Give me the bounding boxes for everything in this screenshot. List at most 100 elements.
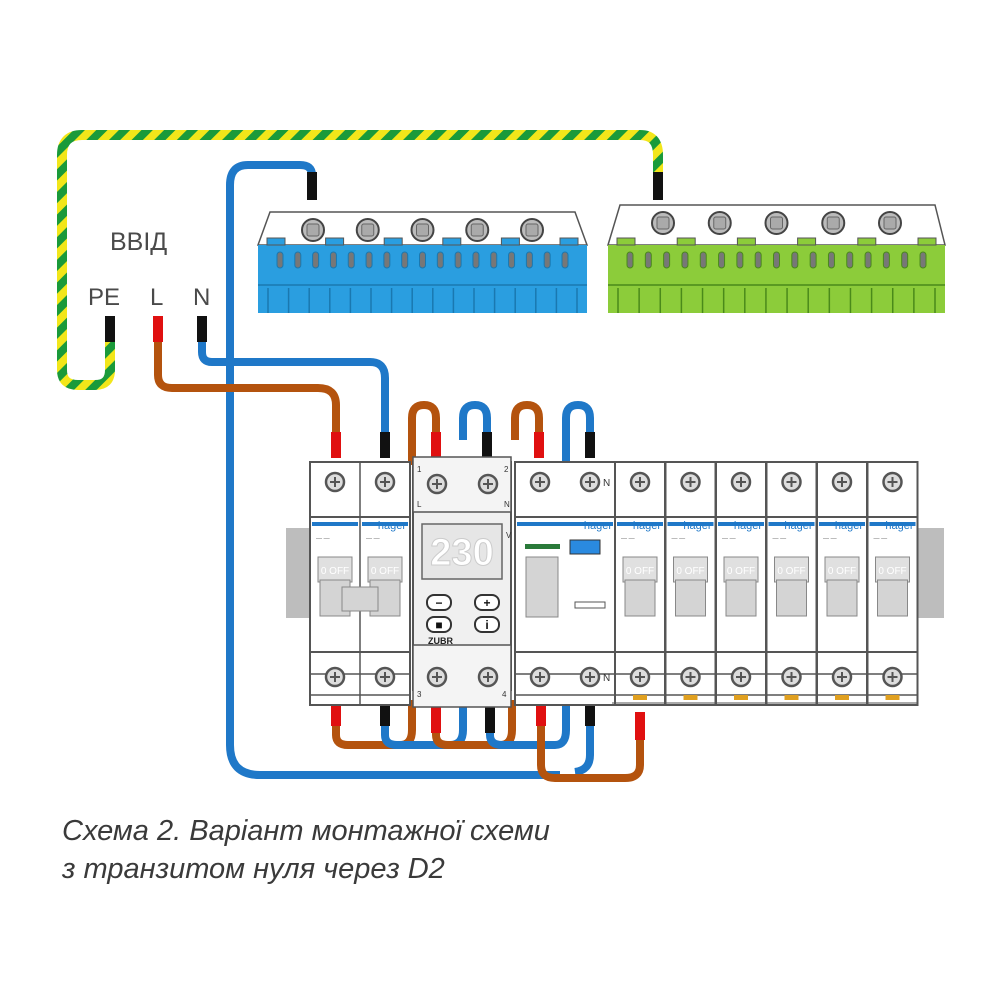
relay-unit: V <box>506 531 512 540</box>
bus-screw-icon <box>301 218 325 242</box>
rcd-test-button <box>569 539 601 555</box>
relay-term-1: 1 <box>417 465 422 474</box>
breaker-4: hager— —0 OFF <box>765 461 818 706</box>
rcd-n-label: N <box>603 673 610 684</box>
busbar-tooth <box>633 695 647 700</box>
bus-slot <box>347 251 355 269</box>
busbar-tooth <box>835 695 849 700</box>
bus-slot <box>508 251 516 269</box>
state-label: 0 OFF <box>727 566 755 577</box>
toggle-lever <box>776 579 807 617</box>
bus-slot <box>436 251 444 269</box>
bus-screw-icon <box>355 218 380 242</box>
relay-button-0 <box>426 594 452 611</box>
bus-slot <box>901 251 909 269</box>
relay-term-l: L <box>417 500 422 509</box>
rcd-screw-icon <box>529 666 551 688</box>
relay-display <box>421 523 503 580</box>
bus-slot <box>419 251 426 269</box>
bus-tab <box>442 237 462 246</box>
bus-screw-icon <box>821 211 846 235</box>
breaker-1: hager— —0 OFF <box>614 461 666 706</box>
relay-screw-2-icon <box>477 473 499 495</box>
bus-screw-icon <box>520 218 544 242</box>
input-phase-wire <box>154 340 340 440</box>
terminal-screw-icon <box>882 666 903 688</box>
bus-slot <box>561 251 569 269</box>
terminal-screw-icon <box>730 471 752 493</box>
bus-screw-icon <box>764 211 789 235</box>
bus-screw-icon <box>878 211 902 235</box>
bus-slot <box>864 251 872 269</box>
neutral-bus-bar <box>256 211 589 313</box>
bus-tab <box>559 237 579 246</box>
bus-screw-icon <box>651 211 675 235</box>
input-neutral-wire <box>198 340 389 440</box>
brand-stripe <box>312 522 358 526</box>
ferrules <box>105 172 663 740</box>
bus-slot <box>809 251 817 269</box>
bus-screw-icon <box>410 218 435 242</box>
toggle-housing <box>622 556 658 583</box>
earth-bus-bar <box>606 204 946 313</box>
bus-slot <box>490 251 498 269</box>
relay-term-2: 2 <box>504 465 509 474</box>
rating-label: — — <box>366 536 380 542</box>
breaker-5: hager— —0 OFF <box>816 461 868 706</box>
brand-label: hager <box>885 520 913 532</box>
bus-slot <box>401 251 409 269</box>
jumper-neutral-1 <box>459 400 491 440</box>
brand-label: hager <box>734 520 762 532</box>
rcd-lever <box>525 556 559 618</box>
bus-slot <box>827 251 835 269</box>
state-label: 0 OFF <box>371 566 399 577</box>
bus-screw-icon <box>707 211 732 235</box>
bus-slot <box>626 251 634 269</box>
jumper-phase-2 <box>511 400 543 440</box>
bottom-wire-neutral-a <box>381 705 467 749</box>
rating-label: — — <box>621 536 635 542</box>
relay-brand: ZUBR <box>428 636 453 646</box>
bus-tab <box>917 237 937 246</box>
toggle-lever <box>624 579 656 617</box>
terminal-screw-icon <box>680 666 701 688</box>
bus-tab <box>500 237 520 246</box>
relay-button-label: ■ <box>435 618 442 632</box>
bus-slot <box>846 251 854 269</box>
rating-label: — — <box>773 536 787 542</box>
terminal-screw-icon <box>781 666 802 688</box>
state-label: 0 OFF <box>878 566 906 577</box>
relay-button-label: + <box>483 596 490 610</box>
earth-wire <box>57 130 663 390</box>
busbar-tooth <box>683 695 698 700</box>
busbar-tooth <box>784 695 799 700</box>
brand-stripe <box>819 522 865 526</box>
tie-bar <box>341 586 379 612</box>
breaker-2: hager— —0 OFF <box>664 461 717 706</box>
rcd-slot <box>574 601 606 609</box>
relay-button-2 <box>426 616 452 633</box>
bus-tab <box>266 237 286 246</box>
bus-slot <box>312 251 320 269</box>
relay-screw-3-icon <box>426 666 448 688</box>
bus-slot <box>736 251 744 269</box>
terminal-screw-icon <box>831 666 853 688</box>
terminal-screw-icon <box>882 471 903 493</box>
bus-screw-icon <box>465 218 490 242</box>
terminal-screw-icon <box>629 471 651 493</box>
brand-stripe <box>768 522 815 526</box>
rating-label: — — <box>672 536 686 542</box>
bus-slot <box>472 251 480 269</box>
relay-term-4: 4 <box>502 690 507 699</box>
breaker-6: hager — — 0 OFF <box>866 461 919 706</box>
bus-tab <box>616 237 636 246</box>
bus-slot <box>791 251 799 269</box>
bus-slot <box>699 251 707 269</box>
busbar-tooth <box>885 695 900 700</box>
terminal-screw-icon <box>781 471 802 493</box>
rating-label: — — <box>874 536 888 542</box>
pe-terminal-label: PE <box>88 284 121 311</box>
